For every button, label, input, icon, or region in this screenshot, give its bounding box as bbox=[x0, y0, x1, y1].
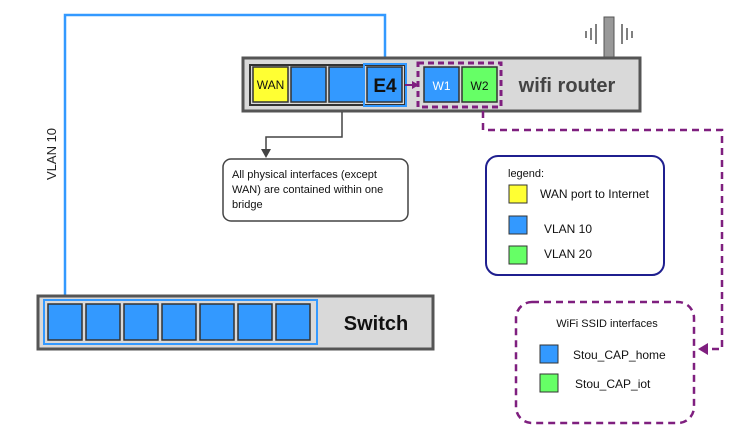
callout-line: All physical interfaces (except bbox=[232, 169, 377, 181]
legend-box bbox=[485, 155, 665, 276]
arrow-e4-to-wifi bbox=[412, 81, 419, 89]
switch-ports bbox=[47, 303, 311, 341]
wan-port bbox=[252, 66, 289, 103]
router-eth-port bbox=[328, 66, 365, 103]
switch-label: Switch bbox=[344, 313, 408, 335]
wan-port-label: WAN bbox=[257, 78, 285, 92]
legend-label-vlan10: VLAN 10 bbox=[544, 222, 592, 236]
switch-port bbox=[275, 303, 311, 341]
router-label: wifi router bbox=[518, 75, 616, 97]
callout-line: WAN) are contained within one bbox=[232, 184, 383, 196]
ssid-swatch-home bbox=[539, 344, 559, 364]
router-e4-port bbox=[366, 66, 403, 103]
ssid-label-home: Stou_CAP_home bbox=[573, 348, 666, 362]
switch-port bbox=[199, 303, 235, 341]
switch-port bbox=[47, 303, 83, 341]
w2-port bbox=[461, 66, 498, 103]
vlan10-link-label: VLAN 10 bbox=[44, 128, 59, 180]
ssid-swatch-iot bbox=[539, 373, 559, 393]
antenna-icon bbox=[585, 16, 633, 60]
vlan10-link-line bbox=[63, 13, 387, 296]
switch-port bbox=[161, 303, 197, 341]
switch-port bbox=[123, 303, 159, 341]
e4-port-label: E4 bbox=[373, 76, 397, 97]
callout-connector bbox=[265, 112, 343, 152]
legend-label-wan: WAN port to Internet bbox=[540, 187, 650, 201]
wifi-port-group bbox=[416, 61, 503, 109]
callout-line: bridge bbox=[232, 199, 263, 211]
router-eth-port bbox=[290, 66, 327, 103]
ssid-arrowhead bbox=[698, 343, 708, 355]
ssid-title: WiFi SSID interfaces bbox=[556, 318, 658, 330]
ssid-box bbox=[514, 300, 696, 425]
switch-port bbox=[237, 303, 273, 341]
legend-swatch-vlan20 bbox=[508, 245, 528, 265]
switch-port-group bbox=[43, 299, 318, 345]
callout-note bbox=[222, 158, 409, 222]
w1-port bbox=[423, 66, 460, 103]
ssid-label-iot: Stou_CAP_iot bbox=[575, 377, 651, 391]
callout-arrowhead bbox=[261, 149, 271, 158]
legend-swatch-vlan10 bbox=[508, 215, 528, 235]
w1-port-label: W1 bbox=[433, 79, 451, 93]
w2-port-label: W2 bbox=[471, 79, 489, 93]
switch-port bbox=[85, 303, 121, 341]
legend-swatch-wan bbox=[508, 184, 528, 204]
legend-title: legend: bbox=[508, 168, 544, 180]
legend-label-vlan20: VLAN 20 bbox=[544, 247, 592, 261]
wifi-to-ssid-connector bbox=[481, 111, 724, 351]
